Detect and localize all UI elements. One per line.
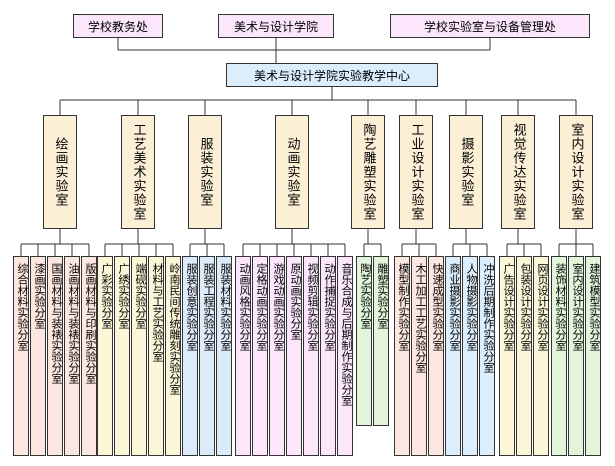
sub-lab: 模型制作实验分室 (394, 256, 410, 456)
sub-lab: 服装工程实验分室 (199, 256, 215, 456)
sub-lab: 游戏动画实验分室 (269, 256, 285, 456)
lab-8: 视觉传达实验室 (501, 115, 535, 229)
lab-equipment-office: 学校实验室与设备管理处 (390, 14, 590, 38)
sub-lab: 动作捕捉实验分室 (320, 256, 336, 456)
sub-lab: 商业摄影实验分室 (445, 256, 461, 456)
sub-lab: 装饰材料实验分室 (551, 256, 567, 456)
sub-lab: 快速成型实验分室 (428, 256, 444, 456)
experiment-teaching-center: 美术与设计学院实验教学中心 (226, 63, 438, 87)
academic-affairs-office: 学校教务处 (73, 14, 163, 38)
lab-7: 摄影实验室 (449, 115, 483, 229)
lab-2: 工艺美术实验室 (121, 115, 155, 229)
lab-9: 室内设计实验室 (559, 115, 593, 229)
sub-lab: 木工加工工艺实验分室 (411, 256, 427, 456)
art-design-college: 美术与设计学院 (218, 14, 334, 38)
sub-lab: 服装材料实验分室 (216, 256, 232, 456)
sub-lab: 材料与工艺实验分室 (148, 256, 164, 456)
sub-lab: 漆画实验分室 (30, 256, 46, 456)
sub-lab: 动画风格实验分室 (235, 256, 251, 456)
sub-lab: 视频剪辑实验分室 (303, 256, 319, 456)
sub-lab: 音乐合成与后期制作实验分室 (337, 256, 353, 456)
lab-6: 工业设计实验室 (399, 115, 433, 229)
sub-lab: 雕塑实验分室 (373, 256, 389, 426)
sub-lab: 广彩实验分室 (97, 256, 113, 456)
sub-lab: 综合材料实验分室 (13, 256, 29, 456)
lab-3: 服装实验室 (188, 115, 222, 229)
sub-lab: 网页设计实验分室 (533, 256, 549, 456)
sub-lab: 原动画实验分室 (286, 256, 302, 456)
sub-lab: 岭南民间传统雕刻实验分室 (165, 256, 181, 456)
sub-lab: 广告设计实验分室 (499, 256, 515, 456)
sub-lab: 冲洗后期制作实验分室 (479, 256, 495, 456)
sub-lab: 建筑模型实验分室 (585, 256, 601, 456)
sub-lab: 陶艺实验分室 (356, 256, 372, 426)
lab-5: 陶艺雕塑实验室 (351, 115, 385, 229)
sub-lab: 版画材料与印刷实验分室 (81, 256, 97, 456)
sub-lab: 油画材料与装裱实验分室 (64, 256, 80, 456)
sub-lab: 服装创意实验分室 (182, 256, 198, 456)
sub-lab: 定格动画实验分室 (252, 256, 268, 456)
sub-lab: 国画材料与装裱实验分室 (47, 256, 63, 456)
lab-1: 绘画实验室 (43, 115, 77, 229)
lab-4: 动画实验室 (275, 115, 309, 229)
sub-lab: 端砚实验分室 (131, 256, 147, 456)
sub-lab: 室内设计实验分室 (568, 256, 584, 456)
sub-lab: 包装设计实验分室 (516, 256, 532, 456)
sub-lab: 人物摄影实验分室 (462, 256, 478, 456)
sub-lab: 广绣实验分室 (114, 256, 130, 456)
